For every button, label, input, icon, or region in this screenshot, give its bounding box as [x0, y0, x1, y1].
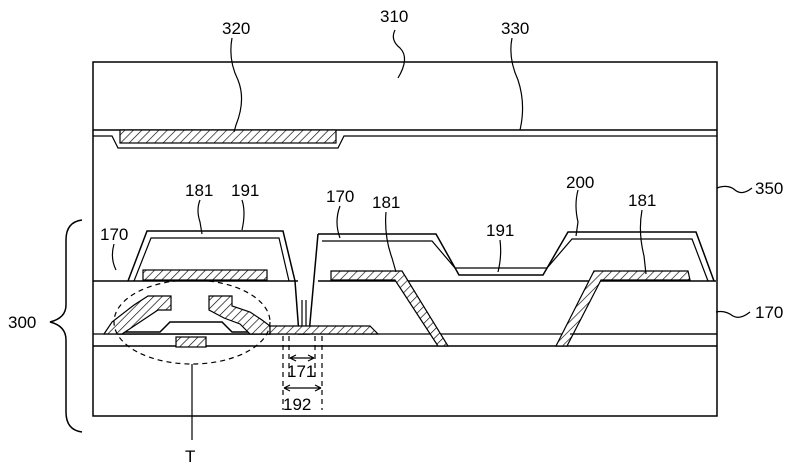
thin-film-transistor — [104, 280, 378, 364]
label-181-left: 181 — [185, 181, 213, 200]
leader-330 — [511, 38, 523, 130]
arrow-192 — [284, 385, 321, 391]
label-171: 171 — [287, 362, 315, 381]
leader-181-left — [198, 200, 202, 234]
leader-200 — [576, 190, 578, 236]
leader-350 — [717, 186, 752, 192]
label-T: T — [185, 447, 195, 466]
label-191-mid: 191 — [486, 221, 514, 240]
label-300: 300 — [8, 313, 36, 332]
label-192: 192 — [283, 395, 311, 414]
reference-labels: 310 320 330 350 300 200 191 191 181 181 … — [8, 7, 783, 466]
leader-181-right — [640, 210, 646, 274]
tft-gate — [176, 337, 206, 347]
label-170-left: 170 — [100, 225, 128, 244]
label-330: 330 — [501, 19, 529, 38]
leader-170-left — [112, 244, 116, 270]
label-170-right: 170 — [755, 303, 783, 322]
leader-170-mid — [337, 206, 340, 238]
electrode-181-mid — [331, 271, 448, 346]
drain-extension — [270, 326, 378, 334]
leader-lines — [112, 30, 752, 440]
black-matrix-320 — [120, 130, 336, 143]
label-191-left: 191 — [231, 181, 259, 200]
label-310: 310 — [380, 7, 408, 26]
electrode-181-left — [143, 270, 267, 280]
tft-source-electrode — [104, 296, 171, 334]
leader-181-mid — [386, 212, 396, 272]
label-320: 320 — [222, 19, 250, 38]
leader-191-mid — [498, 240, 501, 272]
leader-310 — [393, 30, 404, 78]
label-350: 350 — [755, 179, 783, 198]
label-181-mid: 181 — [372, 193, 400, 212]
leader-320 — [231, 38, 242, 132]
label-200: 200 — [566, 173, 594, 192]
leader-191-left — [242, 200, 244, 230]
arrow-171 — [290, 355, 314, 361]
leader-170-right — [716, 312, 750, 318]
label-181-right: 181 — [628, 191, 656, 210]
electrode-181-right — [556, 271, 690, 346]
label-170-mid: 170 — [326, 187, 354, 206]
bracket-300 — [50, 220, 82, 432]
